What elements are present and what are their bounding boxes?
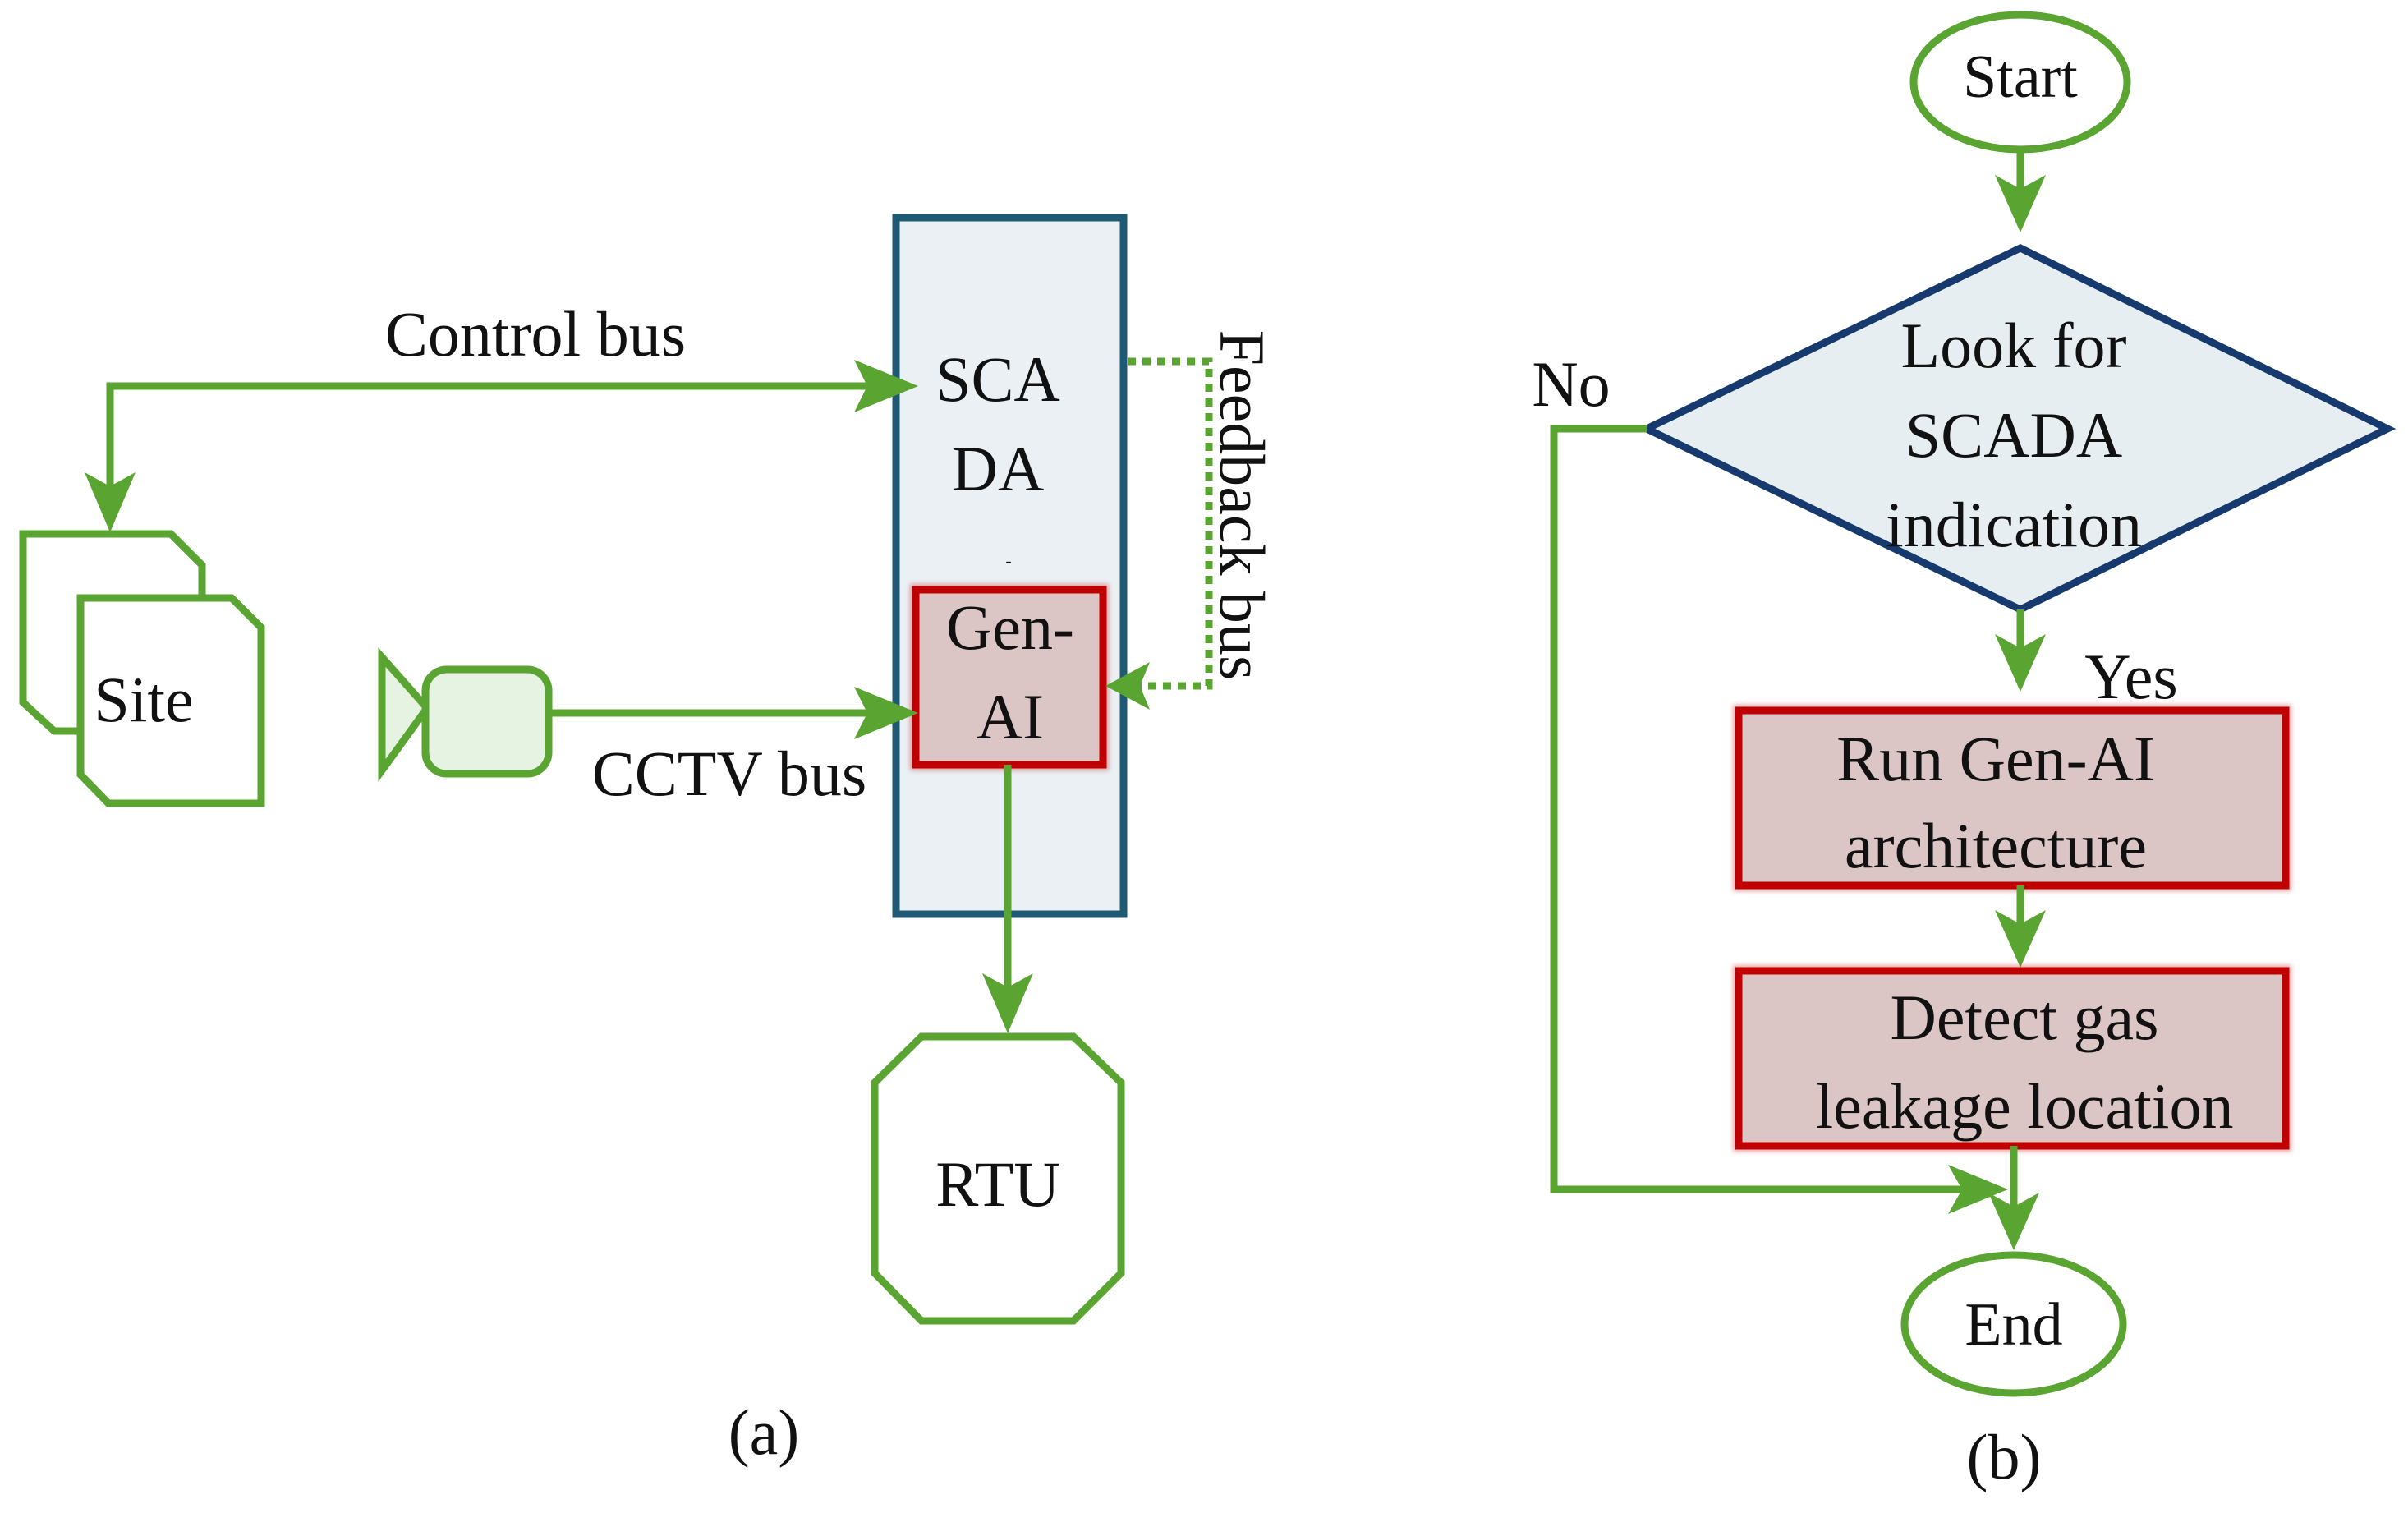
detect-box xyxy=(1735,967,2290,1150)
end-label: End xyxy=(1965,1291,2062,1359)
cctv-bus-label: CCTV bus xyxy=(592,738,866,809)
scada-label-line1: SCA xyxy=(935,343,1060,415)
start-label: Start xyxy=(1963,44,2078,111)
detect-line1: Detect gas xyxy=(1890,982,2158,1053)
control-bus-arrowhead-down xyxy=(85,472,136,532)
decision-line3: indication xyxy=(1886,489,2142,560)
rtu-label: RTU xyxy=(935,1148,1059,1220)
detect-to-end-arrowhead xyxy=(1988,1193,2039,1250)
control-bus-label: Control bus xyxy=(385,298,686,370)
video-camera-icon xyxy=(378,647,553,782)
detect-line2: leakage location xyxy=(1816,1070,2234,1142)
panel-b: Start Look for SCADA indication No Yes R… xyxy=(1532,11,2397,1492)
genai-label-line1: Gen- xyxy=(946,591,1074,663)
no-branch-arrowhead xyxy=(1948,1165,2008,1214)
cctv-bus-arrowhead xyxy=(854,687,918,739)
no-branch-line xyxy=(1550,425,1983,1193)
caption-b: (b) xyxy=(1967,1421,2042,1492)
yes-arrowhead xyxy=(1995,634,2046,692)
panel-a: SCA DA - Gen- AI Control bus Site CCTV b… xyxy=(19,214,1278,1468)
end-node xyxy=(1900,1251,2127,1397)
rtu-octagon xyxy=(871,1032,1125,1325)
scada-dot: - xyxy=(1005,550,1011,571)
run-genai-box xyxy=(1735,706,2290,890)
control-bus-line xyxy=(106,382,889,501)
feedback-bus-arrowhead xyxy=(1105,662,1150,710)
run-to-detect-arrowhead xyxy=(1995,910,2046,968)
decision-line1: Look for xyxy=(1900,310,2126,381)
genai-label-line2: AI xyxy=(977,681,1044,752)
site-label: Site xyxy=(94,664,193,735)
run-genai-line2: architecture xyxy=(1845,810,2147,881)
site-front-doc xyxy=(76,594,265,807)
start-to-decision-arrowhead xyxy=(1995,175,2046,232)
run-genai-line1: Run Gen-AI xyxy=(1836,723,2155,794)
control-bus-arrowhead-right xyxy=(854,360,918,412)
caption-a: (a) xyxy=(728,1396,800,1468)
no-label: No xyxy=(1532,348,1610,420)
feedback-bus-line xyxy=(1128,357,1213,690)
scada-label-line2: DA xyxy=(952,433,1045,504)
genai-to-rtu-arrowhead xyxy=(982,973,1033,1033)
feedback-bus-label: Feedback bus xyxy=(1206,330,1278,681)
decision-line2: SCADA xyxy=(1905,399,2122,471)
yes-label: Yes xyxy=(2084,641,2178,712)
